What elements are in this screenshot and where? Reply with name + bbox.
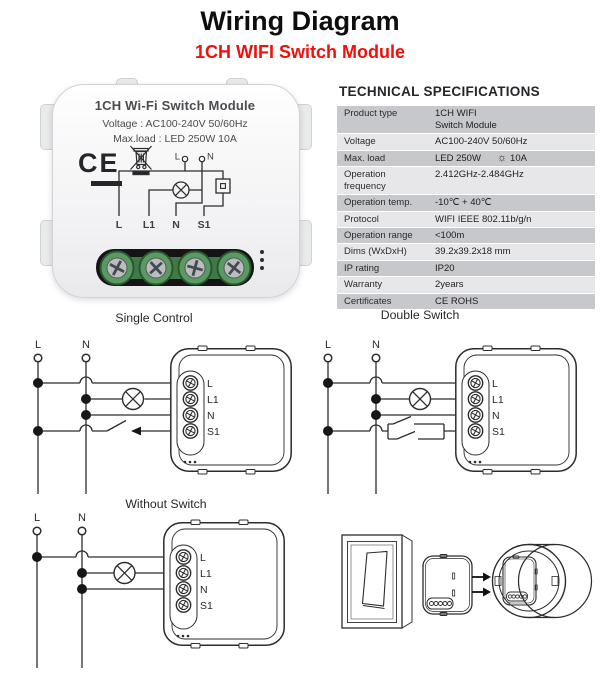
face-terminal-s1: S1 [198, 219, 211, 231]
spec-label: Operation temp. [344, 197, 413, 209]
spec-row: Dims (WxDxH) 39.2x39.2x18 mm [337, 244, 595, 260]
spec-row: Certificates CE ROHS [337, 293, 595, 309]
single-control-diagram: Single Control L N [33, 311, 300, 494]
spec-row: Operation temp. -10℃ + 40℃ [337, 195, 595, 211]
schematic-live-label: L [175, 152, 180, 163]
lamp-icon [408, 387, 432, 411]
neutral-wire-label: N [82, 339, 90, 351]
terminal-block [96, 249, 254, 286]
spec-value: IP20 [435, 262, 455, 274]
junction-dots [32, 552, 87, 594]
live-wire-label: L [34, 512, 40, 524]
weee-icon [130, 145, 152, 176]
page-title: Wiring Diagram [200, 6, 400, 36]
module-maxload-label: Max.load : LED 250W 10A [113, 133, 237, 145]
spec-label: Product type [344, 108, 398, 119]
spec-value: CE ROHS [435, 295, 479, 307]
spec-value: 39.2x39.2x18 mm [435, 246, 511, 258]
schematic-neutral-label: N [207, 152, 214, 163]
arrow-right-icon [472, 587, 491, 597]
live-wire-label: L [325, 339, 331, 351]
max-load-led: LED 250W [435, 152, 481, 164]
face-terminal-n: N [172, 219, 180, 231]
spec-label: Protocol [344, 213, 379, 225]
wires [36, 534, 176, 668]
spec-label: Max. load [344, 152, 386, 164]
spec-value: AC100-240V 50/60Hz [435, 136, 528, 148]
installation-figure [341, 534, 593, 629]
neutral-wire-label: N [78, 512, 86, 524]
lamp-icon [113, 561, 136, 585]
wires [327, 361, 468, 494]
switch-module-graphic [422, 554, 473, 616]
spec-label: Warranty [344, 279, 383, 291]
face-terminal-l: L [116, 219, 123, 231]
double-switch-diagram: Double Switch L N [323, 308, 600, 494]
spec-value: 2.412GHz-2.484GHz [435, 169, 524, 180]
specs-panel: TECHNICAL SPECIFICATIONS Product type 1C… [337, 84, 595, 310]
diagram-caption: Single Control [115, 311, 192, 325]
product-photo: 1CH Wi-Fi Switch Module Voltage : AC100-… [28, 78, 322, 302]
module-in-box-graphic [502, 555, 538, 606]
diagram-caption: Double Switch [381, 308, 460, 322]
wall-switch-graphic [341, 534, 413, 629]
spec-value: WIFI IEEE 802.11b/g/n [435, 213, 532, 225]
schematic-wires [118, 161, 224, 216]
double-switch-symbol [387, 415, 445, 440]
spec-row: Operation frequency 2.412GHz-2.484GHz [337, 167, 595, 195]
round-mounting-box-graphic [491, 543, 593, 619]
switch-box-icon [215, 178, 231, 194]
arrow-right-icon [472, 572, 491, 582]
spec-row: IP rating IP20 [337, 260, 595, 277]
face-terminal-l1: L1 [143, 219, 155, 231]
spec-label: Operation frequency [344, 169, 386, 192]
max-load-amps: 10A [510, 152, 527, 164]
ce-bar [91, 181, 122, 186]
junction-dots [323, 378, 381, 436]
lamp-icon [121, 387, 145, 411]
specs-table: Product type 1CH WIFI Switch Module Volt… [337, 106, 595, 309]
diagram-caption: Without Switch [125, 497, 206, 511]
lamp-icon [172, 181, 190, 199]
specs-heading: TECHNICAL SPECIFICATIONS [339, 84, 540, 99]
spec-row: Warranty 2years [337, 277, 595, 293]
spec-value: 1CH WIFI Switch Module [435, 108, 497, 131]
spec-label: IP rating [344, 262, 380, 274]
spec-row: Protocol WIFI IEEE 802.11b/g/n [337, 211, 595, 227]
spec-label: Voltage [344, 136, 376, 148]
spec-value: <100m [435, 230, 465, 241]
spec-label: Dims (WxDxH) [344, 246, 407, 258]
terminal-screws [99, 250, 252, 286]
without-switch-diagram: Without Switch L N [32, 497, 300, 668]
wires [37, 361, 183, 494]
spec-row: Voltage AC100-240V 50/60Hz [337, 134, 595, 150]
spec-row: Max. load LED 250W ☼ 10A [337, 150, 595, 166]
page-subtitle: 1CH WIFI Switch Module [195, 42, 405, 62]
spec-value: LED 250W ☼ 10A [435, 151, 595, 166]
module-voltage-label: Voltage : AC100-240V 50/60Hz [102, 118, 248, 130]
spec-row: Product type 1CH WIFI Switch Module [337, 106, 595, 134]
live-wire-label: L [35, 339, 41, 351]
spec-value: 2years [435, 279, 464, 291]
ce-mark: CE [78, 148, 120, 178]
arrow-icon [131, 426, 141, 436]
face-schematic: L N L L1 N S1 [116, 152, 231, 231]
spec-label: Certificates [344, 295, 392, 307]
spec-row: Operation range <100m [337, 228, 595, 244]
spec-label: Operation range [344, 230, 413, 241]
indicator-dots [260, 250, 264, 274]
junction-dots [33, 378, 91, 436]
neutral-wire-label: N [372, 339, 380, 351]
module-name-label: 1CH Wi-Fi Switch Module [94, 98, 256, 113]
incandescent-bulb-icon: ☼ [496, 152, 508, 165]
spec-value: -10℃ + 40℃ [435, 197, 492, 209]
